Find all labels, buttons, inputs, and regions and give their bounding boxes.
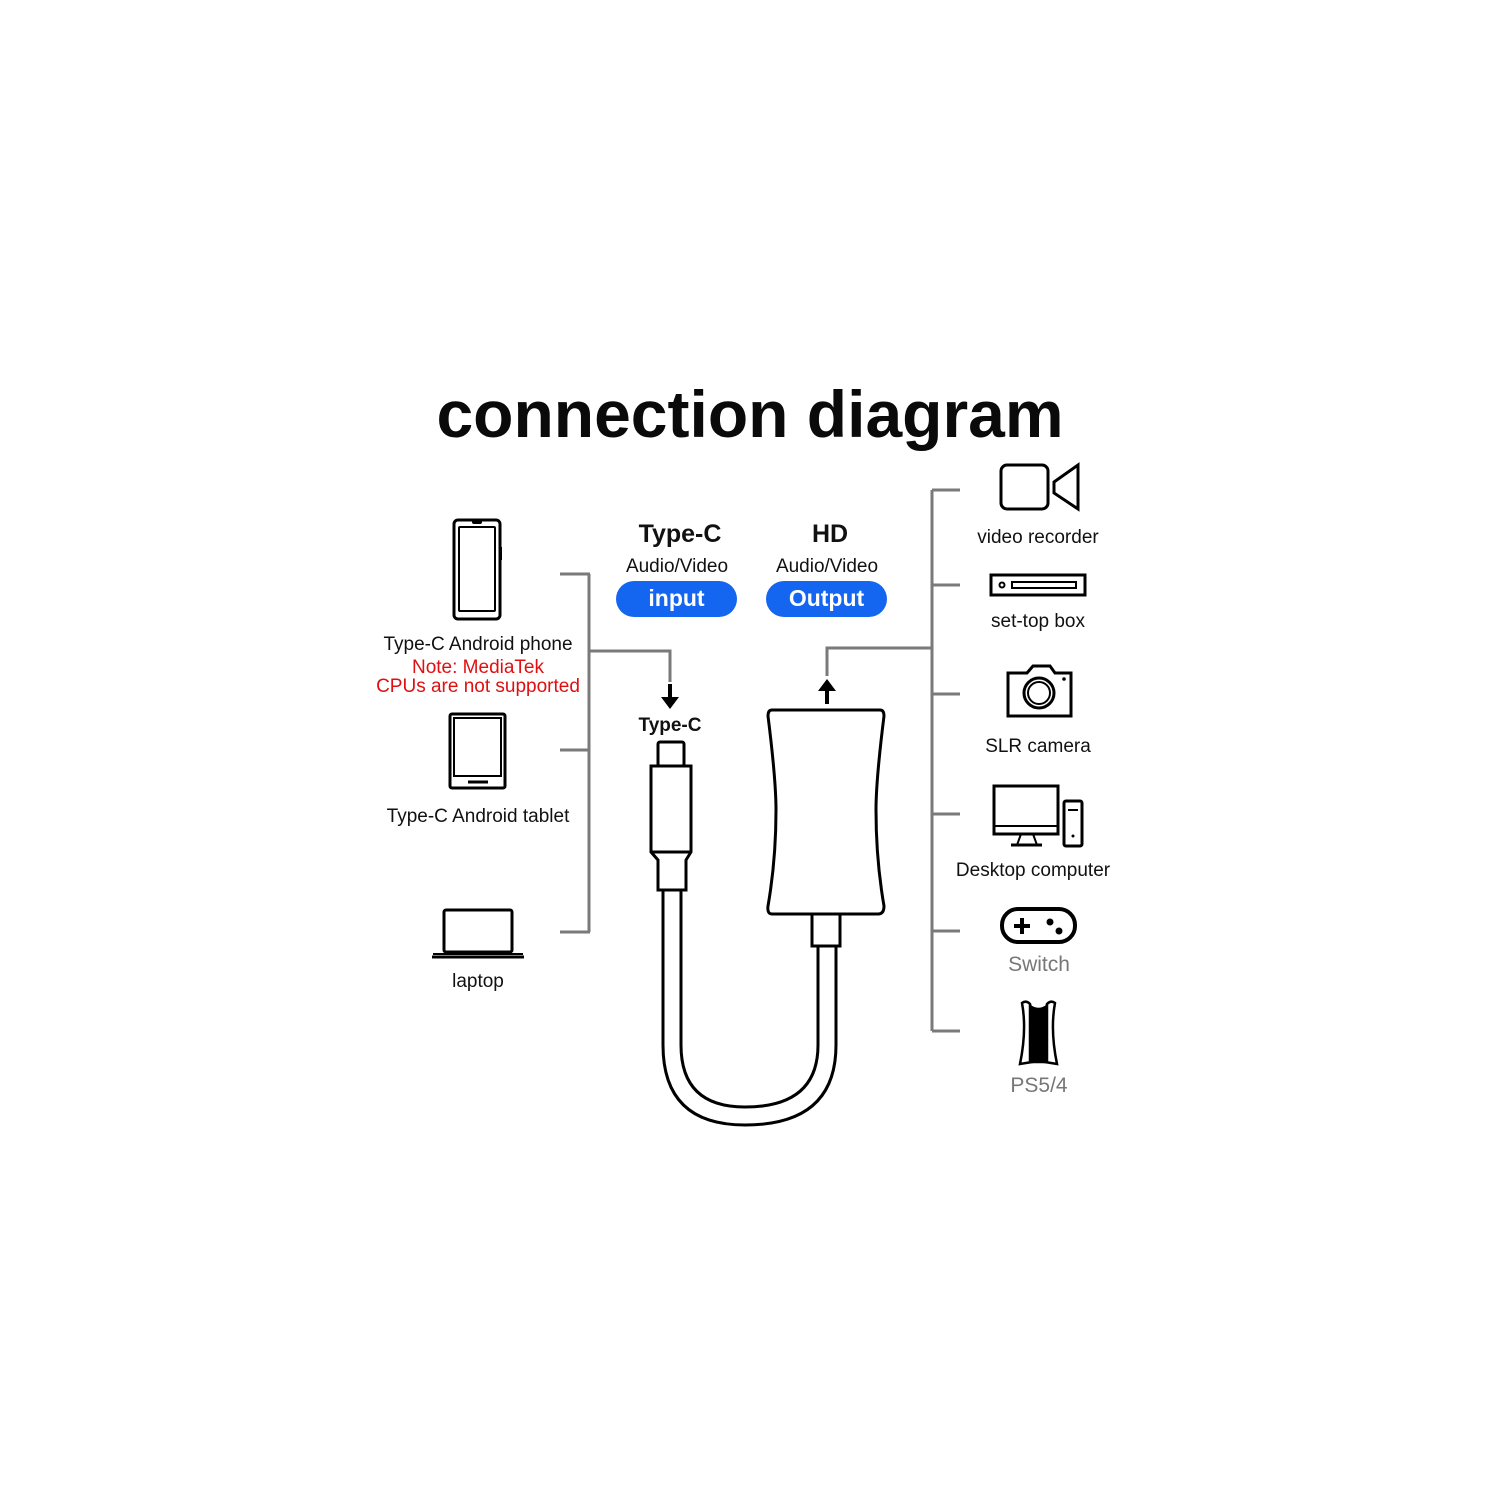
input-header: Type-C	[638, 520, 722, 548]
source-note-line1: Note: MediaTek	[411, 657, 544, 678]
usb-c-cable-icon	[649, 740, 838, 1127]
source-label-laptop: laptop	[452, 971, 504, 992]
target-label-ps: PS5/4	[1010, 1074, 1068, 1097]
input-badge: input	[616, 581, 737, 617]
target-label-set-top-box: set-top box	[991, 611, 1085, 632]
target-label-slr-camera: SLR camera	[985, 736, 1091, 757]
source-bracket	[560, 572, 672, 934]
set-top-box-icon	[989, 573, 1087, 597]
target-bracket	[825, 488, 960, 1033]
video-camera-icon	[999, 462, 1080, 512]
page-title: connection diagram	[436, 377, 1064, 451]
phone-icon	[452, 518, 502, 621]
output-badge: Output	[766, 581, 887, 617]
input-arrow-icon	[661, 684, 679, 709]
source-label-phone: Type-C Android phone	[383, 634, 573, 655]
source-label-tablet: Type-C Android tablet	[386, 806, 570, 827]
output-subtitle: Audio/Video	[775, 556, 879, 577]
target-label-switch: Switch	[1008, 953, 1070, 976]
connector-label: Type-C	[638, 715, 702, 736]
ps-console-icon	[1018, 1000, 1059, 1066]
camera-icon	[1006, 664, 1073, 718]
output-header: HD	[811, 520, 849, 548]
output-arrow-icon	[818, 679, 836, 704]
target-label-video-recorder: video recorder	[977, 527, 1099, 548]
tablet-icon	[448, 712, 507, 790]
input-subtitle: Audio/Video	[625, 556, 729, 577]
gamepad-icon	[1000, 907, 1077, 944]
target-label-desktop: Desktop computer	[955, 860, 1111, 881]
hd-adapter-icon	[766, 708, 886, 948]
source-note-line2: CPUs are not supported	[376, 676, 580, 697]
laptop-icon	[432, 908, 524, 959]
desktop-computer-icon	[992, 784, 1084, 848]
